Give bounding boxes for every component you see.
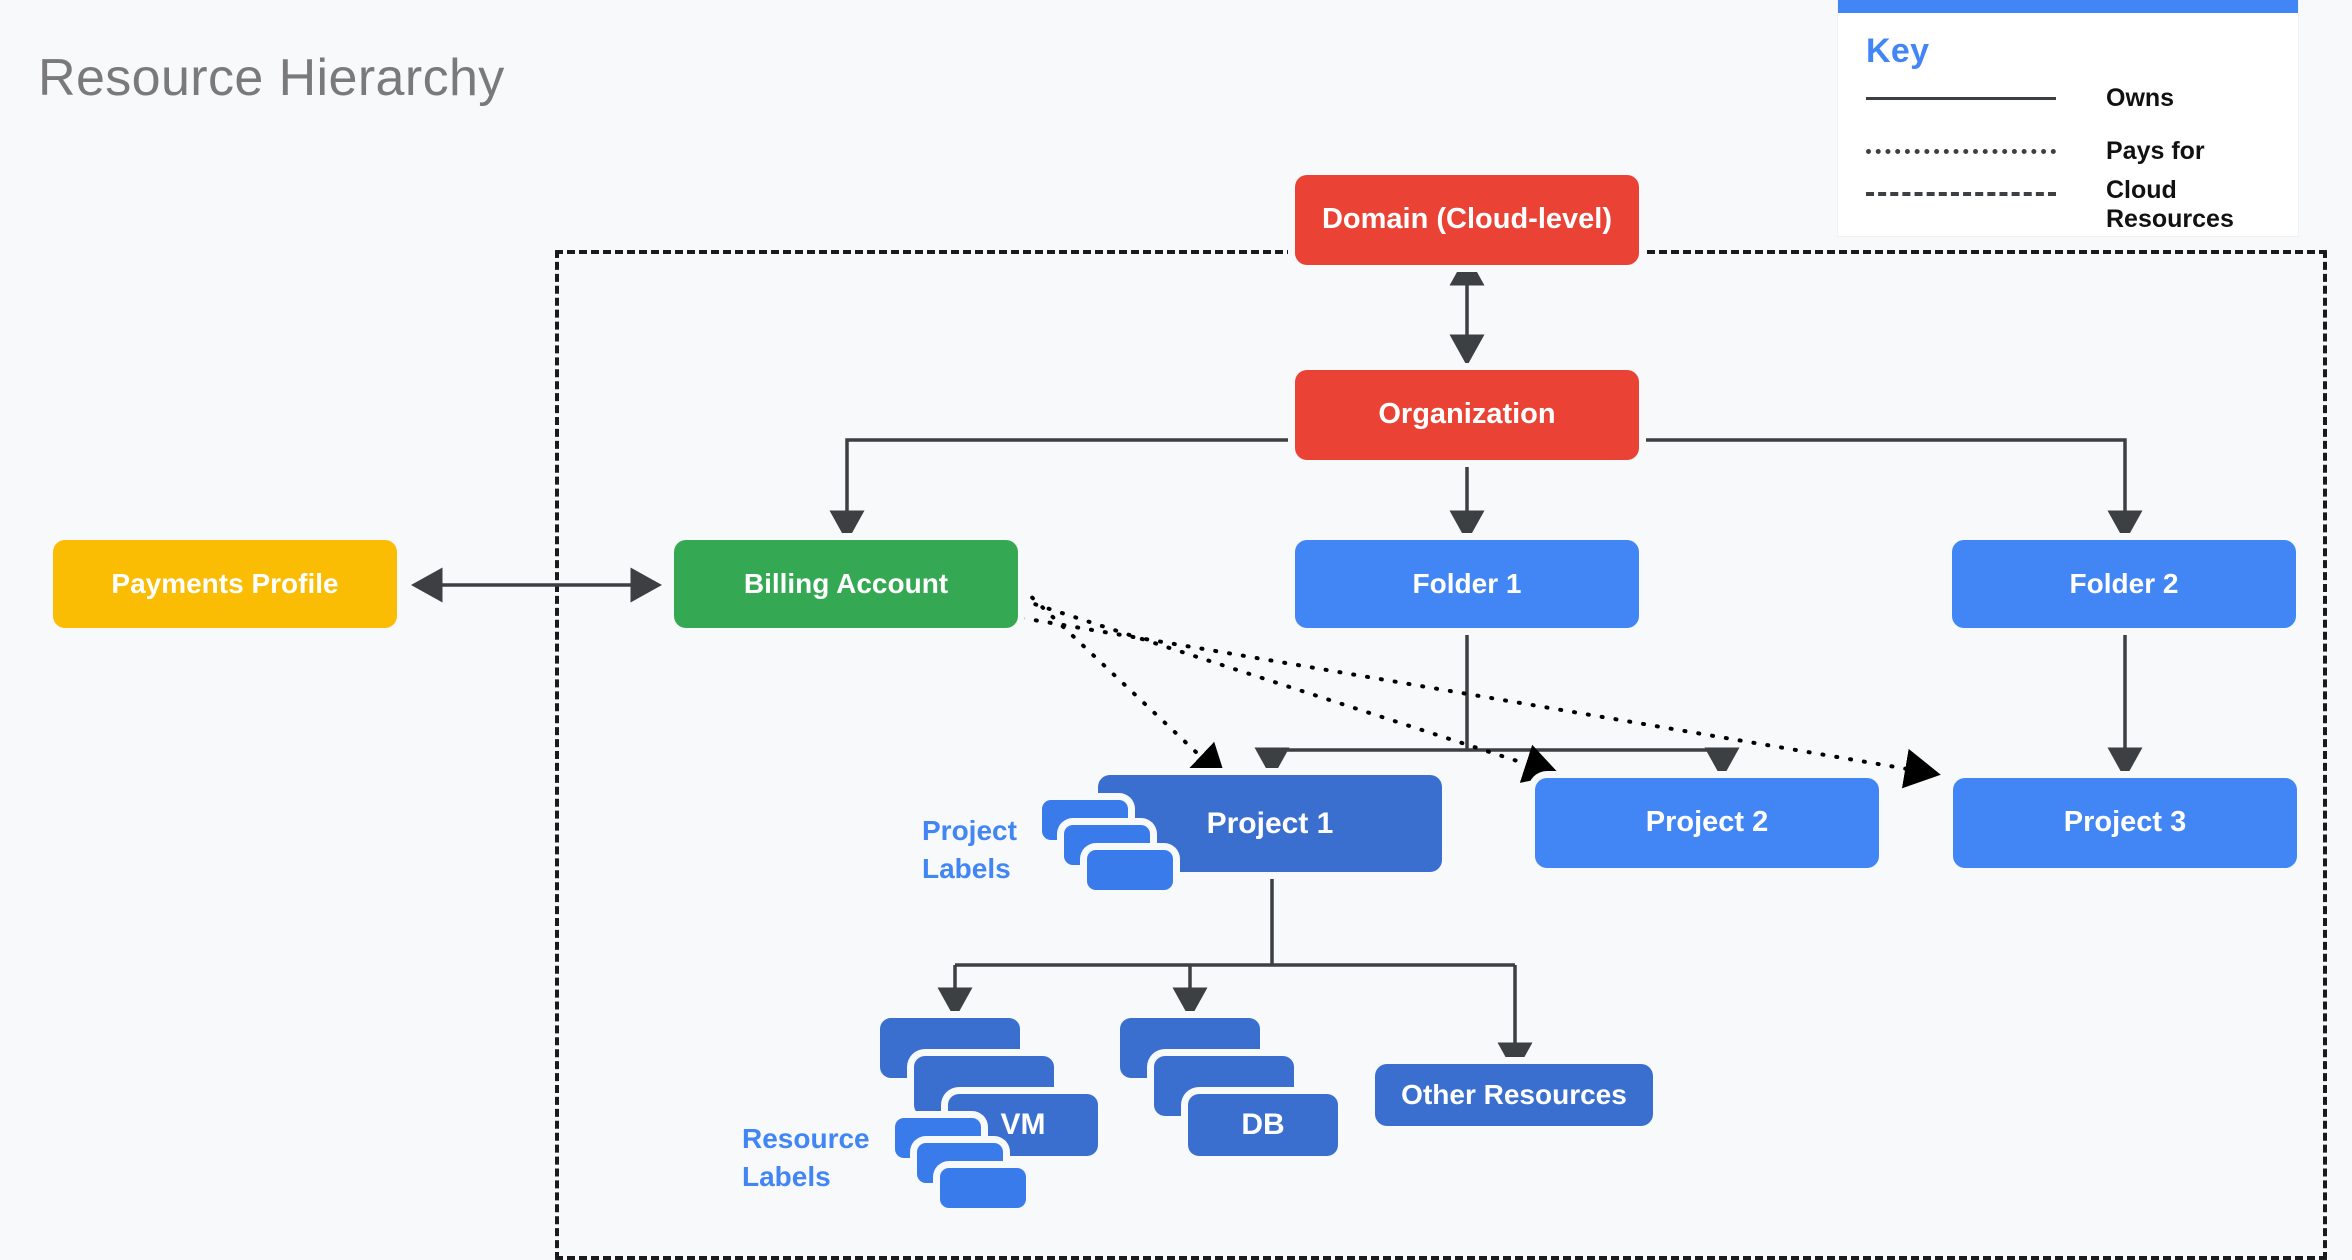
- owns-line-swatch: [1866, 96, 2056, 100]
- key-row-owns: Owns: [1866, 84, 2266, 113]
- node-project-1-label: Project 1: [1206, 807, 1334, 840]
- node-domain[interactable]: Domain (Cloud-level): [1295, 175, 1639, 265]
- node-folder-2[interactable]: Folder 2: [1952, 540, 2296, 628]
- diagram-canvas: Resource Hierarchy: [38, 0, 2327, 1260]
- key-label-cloud-resources: Cloud Resources: [2106, 176, 2234, 233]
- node-payments-profile[interactable]: Payments Profile: [53, 540, 397, 628]
- db-card-front: DB: [1188, 1094, 1338, 1156]
- node-other-resources[interactable]: Other Resources: [1375, 1064, 1653, 1126]
- node-db-label: DB: [1241, 1108, 1285, 1141]
- resource-label-tag-front: [940, 1168, 1026, 1208]
- node-organization[interactable]: Organization: [1295, 370, 1639, 460]
- key-accent-bar: [1838, 0, 2298, 13]
- node-payments-profile-label: Payments Profile: [111, 567, 339, 599]
- node-project-3[interactable]: Project 3: [1953, 778, 2297, 868]
- node-billing-account[interactable]: Billing Account: [674, 540, 1018, 628]
- node-folder-2-label: Folder 2: [2069, 567, 2179, 599]
- node-billing-account-label: Billing Account: [743, 567, 949, 599]
- pays-for-line-swatch: [1866, 148, 2056, 154]
- node-db[interactable]: DB: [1120, 1018, 1340, 1168]
- key-panel: Key Owns Pays for Cloud Resources: [1838, 0, 2298, 236]
- node-other-resources-label: Other Resources: [1401, 1078, 1627, 1110]
- node-organization-label: Organization: [1378, 398, 1556, 431]
- node-project-2-label: Project 2: [1645, 806, 1769, 839]
- key-label-owns: Owns: [2106, 84, 2175, 112]
- cloud-resources-line-swatch: [1866, 192, 2056, 196]
- resource-labels-tag-stack: [895, 1118, 1035, 1210]
- node-folder-1-label: Folder 1: [1412, 567, 1522, 599]
- key-label-pays-for: Pays for: [2106, 137, 2205, 165]
- key-row-pays-for: Pays for: [1866, 137, 2266, 166]
- node-domain-label: Domain (Cloud-level): [1321, 203, 1612, 236]
- project-labels-annotation: Project Labels: [922, 815, 1017, 884]
- node-vm-label: VM: [1000, 1108, 1046, 1141]
- key-row-cloud-resources: Cloud Resources: [1866, 176, 2266, 234]
- node-project-3-label: Project 3: [2063, 806, 2187, 839]
- project-labels-tag-stack: [1042, 800, 1182, 892]
- node-folder-1[interactable]: Folder 1: [1295, 540, 1639, 628]
- node-project-2[interactable]: Project 2: [1535, 778, 1879, 868]
- resource-labels-annotation: Resource Labels: [742, 1123, 870, 1192]
- project-label-tag-front: [1087, 850, 1173, 890]
- key-title: Key: [1866, 32, 1930, 70]
- page-title: Resource Hierarchy: [38, 49, 505, 107]
